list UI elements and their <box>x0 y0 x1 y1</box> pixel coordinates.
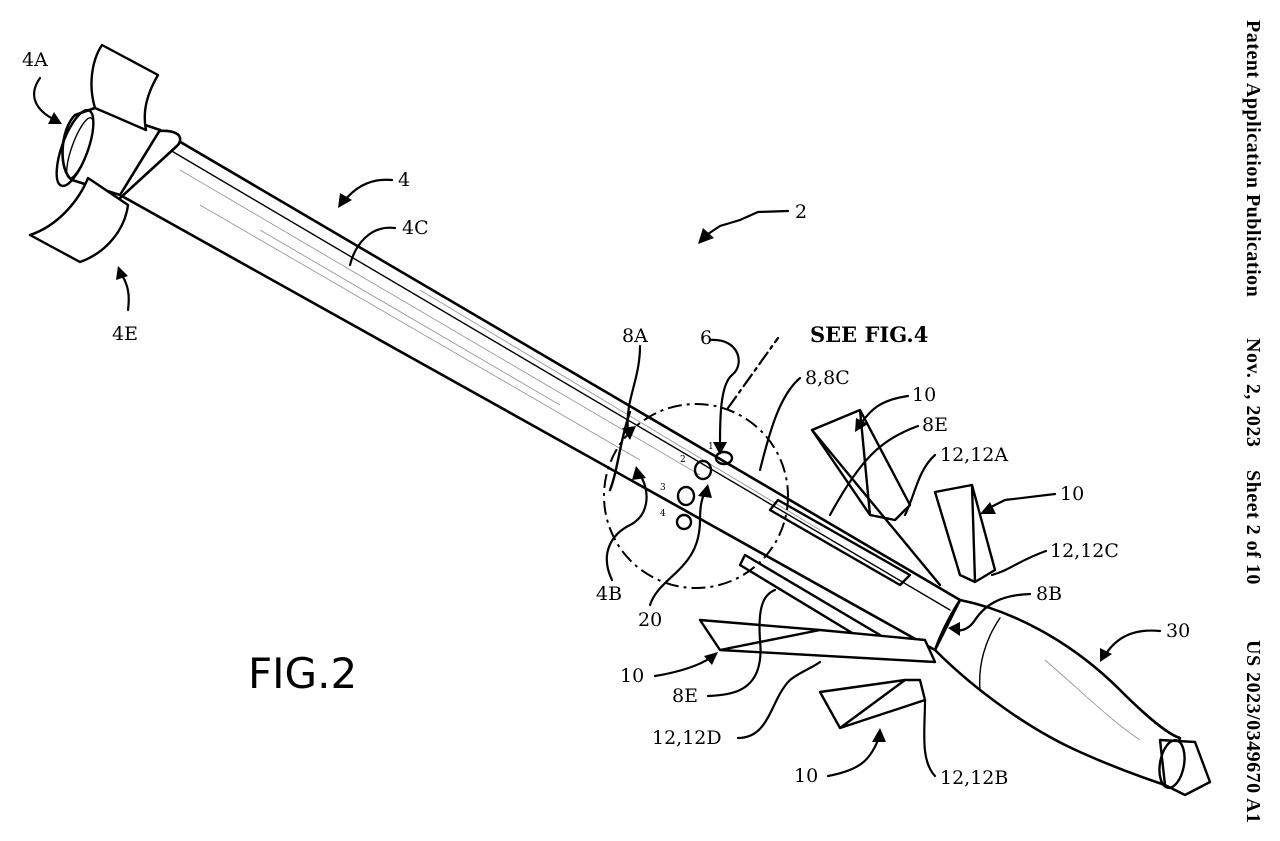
reference-labels: 4A 4 4C 4E 2 8A 6 SEE FIG.4 8,8C 10 8E 1… <box>22 49 1190 789</box>
label-8E-top: 8E <box>922 414 948 436</box>
leader-12-12D <box>736 660 822 740</box>
port-group: 1 2 3 4 <box>660 442 734 531</box>
tube-shade-line-2 <box>179 169 701 476</box>
tube-outline <box>118 128 962 652</box>
label-4C: 4C <box>402 217 429 239</box>
label-30: 30 <box>1166 620 1190 642</box>
arrow-6 <box>713 442 727 455</box>
port-2-number: 2 <box>680 455 686 465</box>
leader-8E-bottom <box>706 588 777 698</box>
label-10-bottom: 10 <box>794 765 818 787</box>
leader-4E <box>120 273 130 312</box>
tube-shade-line-4 <box>199 204 641 461</box>
leader-8B <box>953 592 1032 632</box>
arrow-4A <box>48 112 62 124</box>
leader-2 <box>703 209 790 238</box>
label-12-12A: 12,12A <box>940 444 1008 466</box>
label-20: 20 <box>638 609 662 631</box>
leader-4B <box>605 473 648 582</box>
leader-4A <box>33 76 57 122</box>
nose-tip-ring <box>1158 739 1186 789</box>
port-2-icon <box>693 459 713 481</box>
port-1-icon <box>714 450 734 466</box>
arrow-20 <box>698 484 712 498</box>
label-8E-bottom: 8E <box>672 685 698 707</box>
arrow-10-bottom <box>872 728 886 742</box>
arrow-8B <box>948 622 960 636</box>
fin-bottom <box>818 678 927 730</box>
arrow-10-top <box>855 418 868 432</box>
leader-10-bottom <box>826 738 880 778</box>
see-fig-leader <box>726 336 780 410</box>
tube-shade-line-3 <box>259 229 561 406</box>
port-1-number: 1 <box>708 442 714 452</box>
header-sheet: Sheet 2 of 10 <box>1242 470 1264 585</box>
rear-fin-upper <box>90 43 160 132</box>
arrow-10-right <box>980 502 996 514</box>
leader-12-12B <box>923 698 937 778</box>
label-6: 6 <box>700 327 712 349</box>
label-10-top: 10 <box>912 384 936 406</box>
leader-10-right <box>983 492 1057 512</box>
leader-8E-top <box>828 424 920 517</box>
label-8A: 8A <box>622 325 648 347</box>
fin-right <box>933 483 997 584</box>
label-8-8C: 8,8C <box>805 367 850 389</box>
arrow-10-left <box>704 652 718 665</box>
label-4A: 4A <box>22 49 48 71</box>
leader-lines <box>33 76 1162 778</box>
fin-top-arm <box>810 428 942 587</box>
port-4-number: 4 <box>660 509 666 519</box>
leader-30 <box>1103 629 1162 657</box>
rear-nozzle-inner <box>66 117 94 179</box>
leader-6 <box>708 338 740 447</box>
rear-fin-lower <box>28 176 130 264</box>
header-date: Nov. 2, 2023 <box>1242 338 1264 447</box>
label-8B: 8B <box>1036 583 1062 605</box>
port-3-number: 3 <box>660 483 666 493</box>
label-2: 2 <box>795 201 807 223</box>
label-12-12C: 12,12C <box>1050 540 1119 562</box>
port-4-icon <box>675 513 693 531</box>
arrow-4B <box>632 466 646 480</box>
arrow-2 <box>698 228 714 244</box>
arrow-4 <box>338 193 352 208</box>
leader-12-12C <box>990 549 1048 577</box>
label-10-left: 10 <box>620 665 644 687</box>
nose-cone-joint <box>978 617 1001 691</box>
figure-title: FIG.2 <box>248 649 357 698</box>
port-3-icon <box>676 485 696 507</box>
header-publication: Patent Application Publication <box>1242 20 1264 297</box>
label-12-12B: 12,12B <box>940 767 1008 789</box>
leader-8-8C <box>758 376 802 472</box>
leader-8A <box>626 344 642 432</box>
leader-10-left <box>653 656 712 678</box>
label-4: 4 <box>398 169 410 191</box>
see-fig-4-note: SEE FIG.4 <box>810 322 928 347</box>
slot-upper <box>768 498 912 587</box>
nose-cone <box>933 598 1182 787</box>
label-4B: 4B <box>596 583 622 605</box>
header-number: US 2023/0349670 A1 <box>1242 640 1264 823</box>
label-12-12D: 12,12D <box>652 727 722 749</box>
leader-12-12A <box>903 453 937 517</box>
leader-4 <box>343 178 394 202</box>
tube-shade-line-5 <box>419 289 821 531</box>
arrow-4E <box>116 266 128 280</box>
nose-cone-shade <box>1044 659 1141 741</box>
leader-4C <box>348 226 397 267</box>
nose-tip <box>1158 738 1212 797</box>
sheet-header: Patent Application Publication Nov. 2, 2… <box>1242 20 1264 823</box>
rocket-body <box>28 43 1212 797</box>
detail-circle <box>603 403 789 589</box>
label-4E: 4E <box>112 323 138 345</box>
arrow-8A <box>622 426 636 440</box>
label-10-right: 10 <box>1060 483 1084 505</box>
leader-20 <box>648 490 707 607</box>
tube-shade-line-1 <box>169 149 951 611</box>
leader-10-top <box>858 394 910 427</box>
arrow-30 <box>1100 648 1112 662</box>
